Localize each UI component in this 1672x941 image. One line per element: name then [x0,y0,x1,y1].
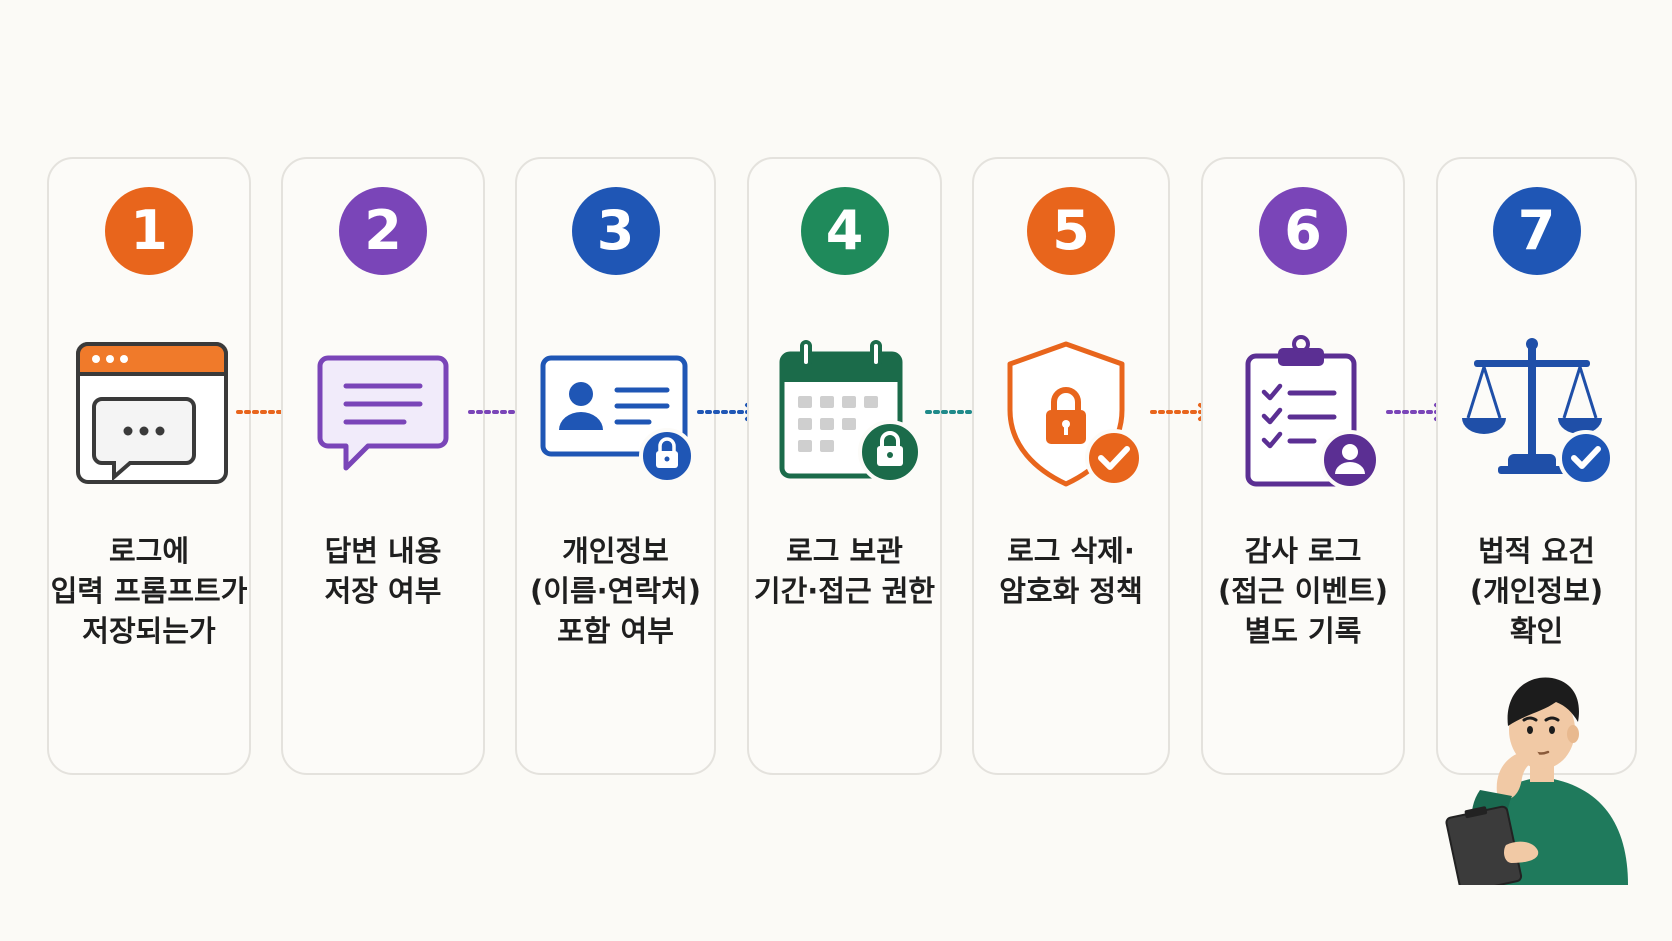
step-label: 로그 삭제·암호화 정책 [999,534,1143,608]
step-card-3: 3 개인정보(이름·연락처)포함 여부 [515,157,716,775]
step-card-7: 7 법적 요건(개인정보)확인 [1436,157,1637,775]
step-label: 개인정보(이름·연락처)포함 여부 [530,534,701,648]
clipboard-checklist-icon [1218,334,1388,494]
speech-bubble-icon [298,334,468,494]
step-number-badge: 6 [1259,187,1347,275]
id-card-lock-icon [531,334,701,494]
step-number-badge: 7 [1492,187,1581,275]
step-number-badge: 4 [800,187,889,275]
step-number-badge: 5 [1027,187,1115,275]
calendar-lock-icon [760,334,930,494]
step-number-badge: 3 [571,187,660,275]
thinking-person-illustration [1440,660,1640,885]
step-label: 법적 요건(개인정보)확인 [1469,534,1604,648]
shield-lock-icon [986,334,1156,494]
step-number-badge: 1 [105,187,193,275]
step-label: 감사 로그(접근 이벤트)별도 기록 [1217,534,1388,648]
chat-window-icon [64,334,234,494]
step-card-6: 6 감사 로그(접근 이벤트)별도 기록 [1201,157,1405,775]
step-number-badge: 2 [339,187,427,275]
scales-check-icon [1452,334,1622,494]
step-card-5: 5 로그 삭제·암호화 정책 [972,157,1170,775]
